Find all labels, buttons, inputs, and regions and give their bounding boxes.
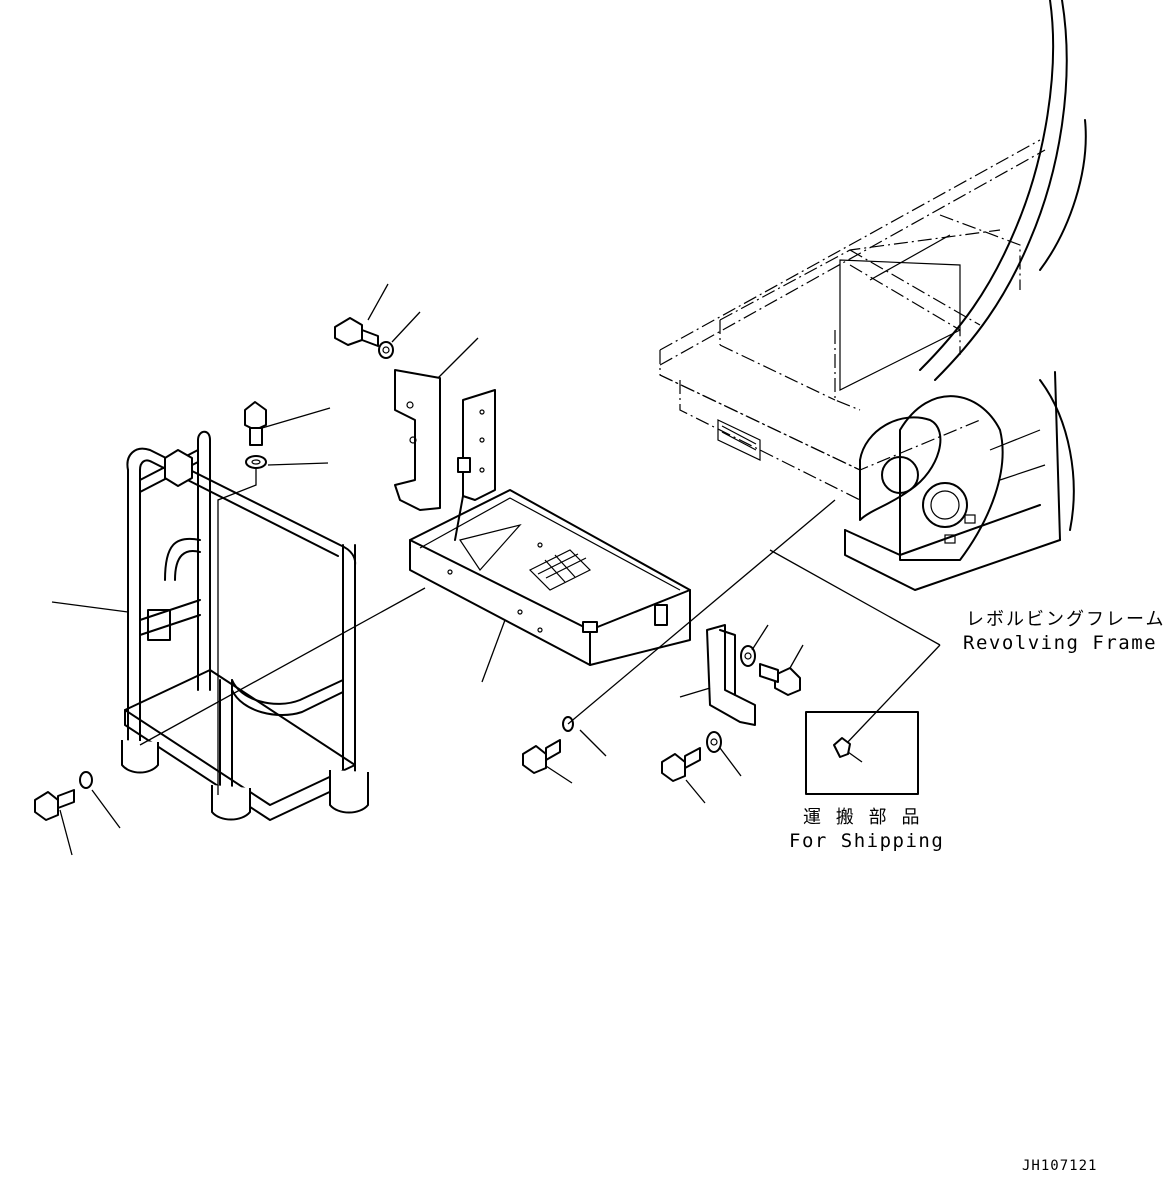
- revolving-frame-label-jp: レボルビングフレーム: [966, 609, 1163, 630]
- handrail-cage: [121, 430, 369, 821]
- bolt-right: [759, 663, 801, 696]
- shipping-label-en: For Shipping: [789, 830, 945, 852]
- washer-lower-left: [79, 771, 93, 789]
- washer-right: [740, 645, 756, 667]
- drawing-code: JH107121: [1022, 1158, 1098, 1174]
- bolt-top: [334, 317, 379, 347]
- upper-bracket-right: [454, 389, 496, 541]
- bolt-lower-right: [661, 747, 701, 782]
- bolt-vertical: [244, 401, 267, 446]
- shipping-label-jp: 運 搬 部 品: [803, 807, 922, 828]
- step-platform: [409, 489, 691, 666]
- shipping-inset: [805, 711, 919, 795]
- upper-bracket-left: [394, 369, 441, 511]
- revolving-frame-label-en: Revolving Frame: [963, 632, 1158, 654]
- bolt-lower-mid: [522, 739, 561, 774]
- lower-bracket: [706, 624, 756, 726]
- bolt-lower-left: [34, 789, 75, 821]
- revolving-frame: [659, 0, 1087, 591]
- washer-top: [378, 341, 394, 359]
- leader-lines: [51, 283, 941, 856]
- washer-lower-right: [706, 731, 722, 753]
- washer-vertical: [245, 455, 267, 469]
